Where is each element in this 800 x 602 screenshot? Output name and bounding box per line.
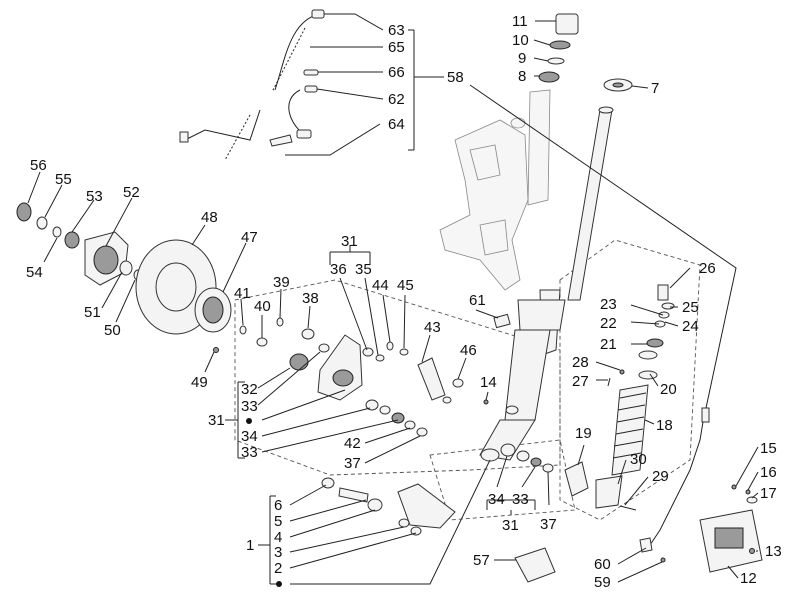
callout-23: 23 [600,296,617,313]
callout-19: 19 [575,425,592,442]
callout-60: 60 [594,556,611,573]
callout-34-a: 34 [241,428,258,445]
hub-brake-group [16,202,315,353]
callout-41: 41 [234,285,251,302]
callout-31-left: 31 [208,412,225,429]
callout-38: 38 [302,290,319,307]
callout-26: 26 [699,260,716,277]
bearing-stack [538,13,633,92]
callout-43: 43 [424,319,441,336]
callout-31-bottom: 31 [502,517,519,534]
callout-13: 13 [765,543,782,560]
callout-54: 54 [26,264,43,281]
callout-59: 59 [594,574,611,591]
bullet-marker [246,418,252,424]
bullet-marker-2 [276,581,282,587]
callout-10: 10 [512,32,529,49]
callout-16: 16 [760,464,777,481]
callout-55: 55 [55,171,72,188]
callout-62: 62 [388,91,405,108]
callout-22: 22 [600,315,617,332]
callout-47: 47 [241,229,258,246]
callout-53: 53 [86,188,103,205]
callout-11: 11 [512,13,528,30]
callout-42: 42 [344,435,361,452]
callout-2: 2 [274,560,282,577]
callout-27: 27 [572,373,589,390]
callout-30: 30 [630,451,647,468]
steering-stem [479,106,614,462]
callout-24: 24 [682,318,699,335]
callout-9: 9 [518,50,526,67]
callout-61: 61 [469,292,486,309]
callout-4: 4 [274,529,282,546]
callout-7: 7 [651,80,659,97]
callout-65: 65 [388,39,405,56]
callout-52: 52 [123,184,140,201]
callout-18: 18 [656,417,673,434]
callout-50: 50 [104,322,121,339]
leader-lines [27,13,759,585]
frame-headstock [439,89,551,291]
callout-51: 51 [84,304,101,321]
callout-33-a: 33 [241,398,258,415]
callout-29: 29 [652,468,669,485]
callout-32: 32 [241,381,258,398]
callout-25: 25 [682,299,699,316]
callout-20: 20 [660,381,677,398]
callout-1: 1 [246,537,254,554]
callout-58: 58 [447,69,464,86]
callout-36: 36 [330,261,347,278]
callout-17: 17 [760,485,777,502]
callout-48: 48 [201,209,218,226]
callout-45: 45 [397,277,414,294]
callout-15: 15 [760,440,777,457]
callout-66: 66 [388,64,405,81]
callout-57: 57 [473,552,490,569]
right-bracket-group [493,313,763,583]
callout-8: 8 [518,68,526,85]
callout-37-a: 37 [344,455,361,472]
sensor-cable-kit [179,9,325,161]
callout-39: 39 [273,274,290,291]
callout-12: 12 [740,570,757,587]
callout-33-b: 33 [241,444,258,461]
callout-44: 44 [372,277,389,294]
callout-labels: 63 65 66 62 64 58 11 10 9 8 7 56 55 53 5… [26,13,782,591]
callout-33-c: 33 [512,491,529,508]
callout-5: 5 [274,513,282,530]
callout-28: 28 [572,354,589,371]
lower-link-group [321,443,589,536]
shock-absorber [595,284,675,511]
callout-14: 14 [480,374,497,391]
callout-3: 3 [274,544,282,561]
callout-63: 63 [388,22,405,39]
callout-49: 49 [191,374,208,391]
callout-31-top: 31 [341,233,358,250]
callout-46: 46 [460,342,477,359]
callout-34-b: 34 [488,491,505,508]
callout-40: 40 [254,298,271,315]
callout-37-b: 37 [540,516,557,533]
callout-56: 56 [30,157,47,174]
callout-35: 35 [355,261,372,278]
callout-64: 64 [388,116,405,133]
assembly-outlines [234,239,701,521]
caliper-group [289,334,489,437]
callout-21: 21 [600,336,617,353]
callout-6: 6 [274,497,282,514]
